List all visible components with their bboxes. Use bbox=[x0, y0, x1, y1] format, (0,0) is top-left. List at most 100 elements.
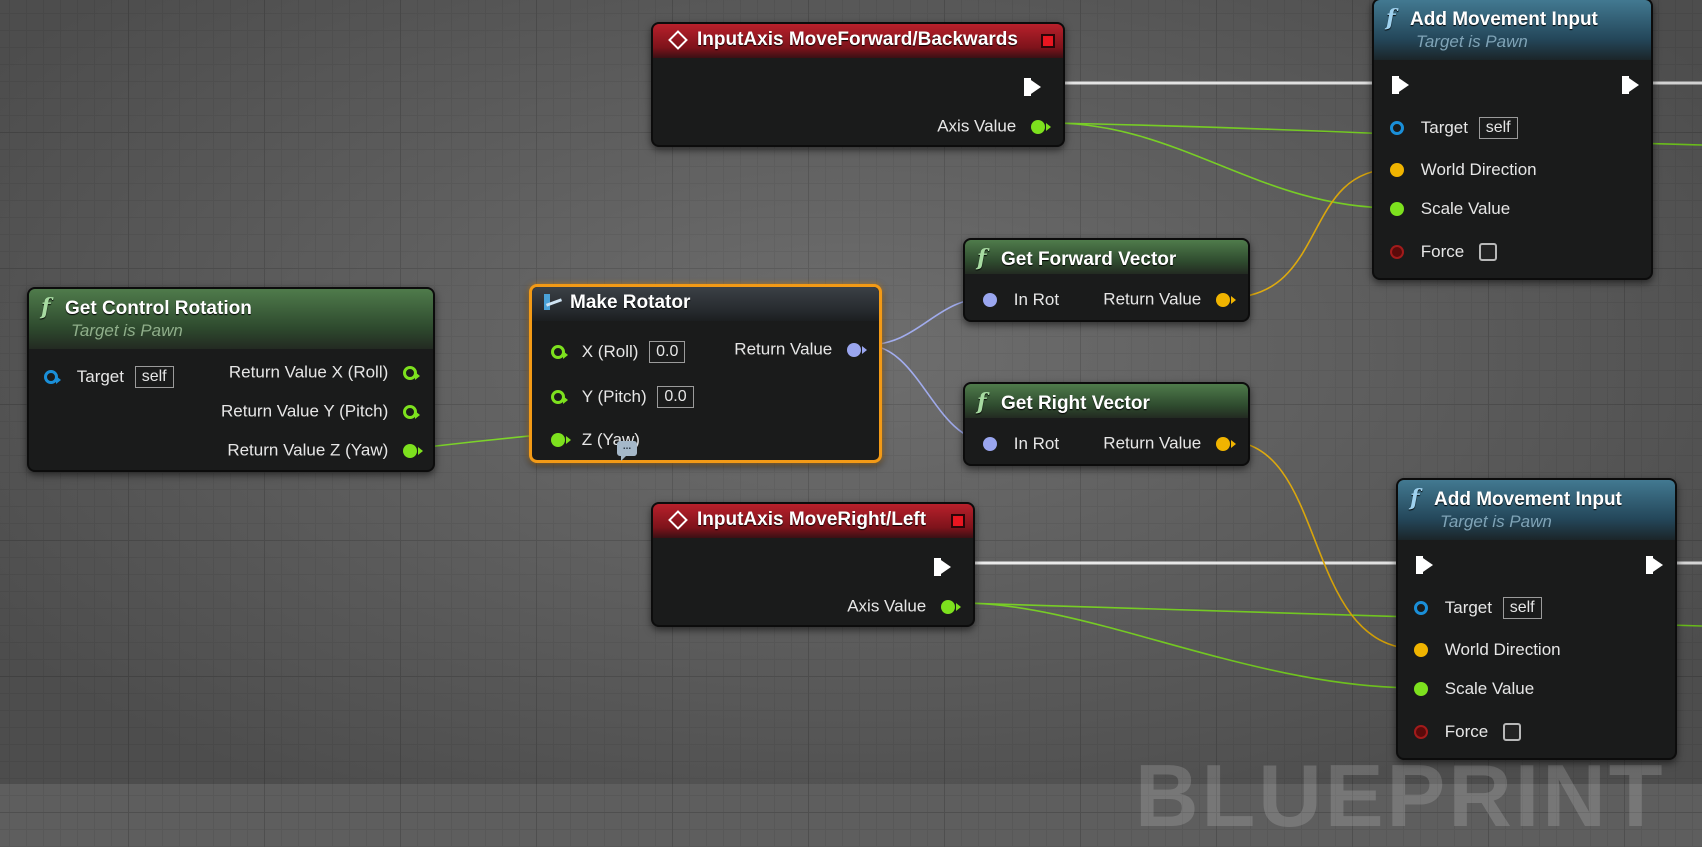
node-input-axis-right[interactable]: InputAxis MoveRight/Left Axis Value bbox=[651, 502, 975, 627]
pin-row-in-rot: In Rot bbox=[983, 433, 1059, 454]
wire-forward-axis-scale[interactable] bbox=[1051, 122, 1395, 209]
target-self-field[interactable]: self bbox=[1478, 117, 1518, 139]
node-subtitle: Target is Pawn bbox=[71, 321, 183, 340]
pin-label: Axis Value bbox=[937, 116, 1017, 136]
vector-return-pin-icon[interactable] bbox=[1216, 436, 1236, 451]
make-struct-icon bbox=[544, 294, 564, 310]
in-rot-pin-icon[interactable] bbox=[983, 436, 997, 451]
x-roll-pin-icon[interactable] bbox=[551, 345, 568, 359]
wire-right-axis-scale[interactable] bbox=[961, 602, 1419, 689]
node-make-rotator[interactable]: Make Rotator X (Roll) 0.0 Y (Pitch) 0.0 … bbox=[529, 284, 882, 463]
node-title: Add Movement Input bbox=[1434, 489, 1622, 510]
pin-label: Y (Pitch) bbox=[581, 387, 647, 406]
delegate-pin-icon[interactable] bbox=[1041, 34, 1055, 48]
node-title: InputAxis MoveForward/Backwards bbox=[697, 29, 1018, 50]
x-roll-value-field[interactable]: 0.0 bbox=[649, 341, 686, 363]
node-subtitle: Target is Pawn bbox=[1440, 512, 1552, 531]
wire-right-vector-direction[interactable] bbox=[1225, 440, 1419, 650]
exec-in-pin-icon[interactable] bbox=[1416, 555, 1433, 574]
pin-label: Return Value Z (Yaw) bbox=[227, 440, 389, 460]
node-title: Get Forward Vector bbox=[1001, 249, 1177, 270]
function-icon: f bbox=[977, 245, 987, 271]
return-x-pin-icon[interactable] bbox=[403, 365, 420, 380]
return-y-pin-icon[interactable] bbox=[403, 404, 420, 419]
target-pin-icon[interactable] bbox=[44, 370, 61, 384]
pin-row-return-z: Return Value Z (Yaw) bbox=[227, 440, 423, 461]
pin-label: World Direction bbox=[1420, 159, 1537, 179]
scale-value-pin-icon[interactable] bbox=[1414, 681, 1428, 696]
scale-value-pin-icon[interactable] bbox=[1390, 201, 1404, 216]
exec-out-pin-icon[interactable] bbox=[934, 557, 951, 576]
node-title: Add Movement Input bbox=[1410, 9, 1598, 30]
pin-label: Return Value bbox=[1103, 433, 1202, 453]
exec-in-pin-icon[interactable] bbox=[1392, 75, 1409, 94]
comment-bubble-icon[interactable]: ... bbox=[617, 441, 637, 461]
pin-label: In Rot bbox=[1013, 433, 1060, 453]
node-get-forward-vector[interactable]: f Get Forward Vector In Rot Return Value bbox=[963, 238, 1250, 322]
delegate-pin-icon[interactable] bbox=[951, 514, 965, 528]
pin-row-scale-value: Scale Value bbox=[1390, 198, 1510, 219]
pin-row-exec-out bbox=[1024, 76, 1041, 96]
pin-row-exec-in bbox=[1392, 74, 1409, 94]
world-direction-pin-icon[interactable] bbox=[1414, 642, 1428, 657]
function-icon: f bbox=[1410, 485, 1420, 511]
force-pin-icon[interactable] bbox=[1390, 244, 1404, 259]
node-get-control-rotation[interactable]: f Get Control Rotation Target is Pawn Tar… bbox=[27, 287, 435, 472]
function-icon: f bbox=[41, 294, 51, 320]
target-pin-icon[interactable] bbox=[1390, 121, 1404, 135]
event-diamond-icon bbox=[668, 510, 688, 530]
pin-row-return-value: Return Value bbox=[1103, 289, 1236, 310]
return-z-pin-icon[interactable] bbox=[403, 443, 423, 458]
force-checkbox[interactable] bbox=[1478, 242, 1497, 261]
pin-label: Return Value bbox=[734, 339, 833, 359]
y-pitch-value-field[interactable]: 0.0 bbox=[657, 386, 694, 408]
node-header: f Get Forward Vector bbox=[965, 240, 1248, 274]
node-title: Get Control Rotation bbox=[65, 298, 252, 319]
pin-row-target: Target self bbox=[44, 366, 174, 388]
function-icon: f bbox=[977, 389, 987, 415]
pin-row-world-direction: World Direction bbox=[1414, 639, 1561, 660]
target-pin-icon[interactable] bbox=[1414, 601, 1428, 615]
pin-row-force: Force bbox=[1390, 241, 1497, 262]
z-yaw-pin-icon[interactable] bbox=[551, 432, 571, 447]
in-rot-pin-icon[interactable] bbox=[983, 292, 997, 307]
exec-out-pin-icon[interactable] bbox=[1646, 555, 1663, 574]
rotator-return-pin-icon[interactable] bbox=[847, 342, 867, 357]
pin-label: Target bbox=[1420, 118, 1468, 137]
pin-label: World Direction bbox=[1444, 639, 1561, 659]
event-diamond-icon bbox=[668, 30, 688, 50]
axis-value-pin-icon[interactable] bbox=[1031, 119, 1051, 134]
force-checkbox[interactable] bbox=[1502, 722, 1521, 741]
pin-label: Return Value X (Roll) bbox=[228, 362, 389, 382]
vector-return-pin-icon[interactable] bbox=[1216, 292, 1236, 307]
wire-forward-vector-direction[interactable] bbox=[1225, 168, 1395, 299]
pin-row-return-value: Return Value bbox=[1103, 433, 1236, 454]
target-self-field[interactable]: self bbox=[1502, 597, 1542, 619]
pin-row-x-roll: X (Roll) 0.0 bbox=[551, 341, 686, 363]
wire-layer bbox=[417, 81, 1702, 689]
exec-out-pin-icon[interactable] bbox=[1024, 77, 1041, 96]
pin-row-exec-out bbox=[934, 556, 951, 576]
pin-label: Return Value bbox=[1103, 289, 1202, 309]
pin-row-y-pitch: Y (Pitch) 0.0 bbox=[551, 386, 694, 408]
node-header: InputAxis MoveForward/Backwards bbox=[653, 24, 1063, 58]
pin-label: Target bbox=[1444, 598, 1492, 617]
y-pitch-pin-icon[interactable] bbox=[551, 390, 568, 404]
pin-row-exec-out bbox=[1646, 554, 1663, 574]
pin-label: In Rot bbox=[1013, 289, 1060, 309]
node-input-axis-forward[interactable]: InputAxis MoveForward/Backwards Axis Val… bbox=[651, 22, 1065, 147]
exec-out-pin-icon[interactable] bbox=[1622, 75, 1639, 94]
pin-row-world-direction: World Direction bbox=[1390, 159, 1537, 180]
blueprint-watermark: BLUEPRINT bbox=[1135, 746, 1666, 845]
axis-value-pin-icon[interactable] bbox=[941, 599, 961, 614]
node-add-movement-input-2[interactable]: f Add Movement Input Target is Pawn Targe… bbox=[1396, 478, 1677, 760]
target-self-field[interactable]: self bbox=[134, 366, 174, 388]
pin-label: X (Roll) bbox=[581, 342, 639, 361]
pin-row-axis-value: Axis Value bbox=[847, 596, 961, 617]
world-direction-pin-icon[interactable] bbox=[1390, 162, 1404, 177]
pin-row-axis-value: Axis Value bbox=[937, 116, 1051, 137]
force-pin-icon[interactable] bbox=[1414, 724, 1428, 739]
